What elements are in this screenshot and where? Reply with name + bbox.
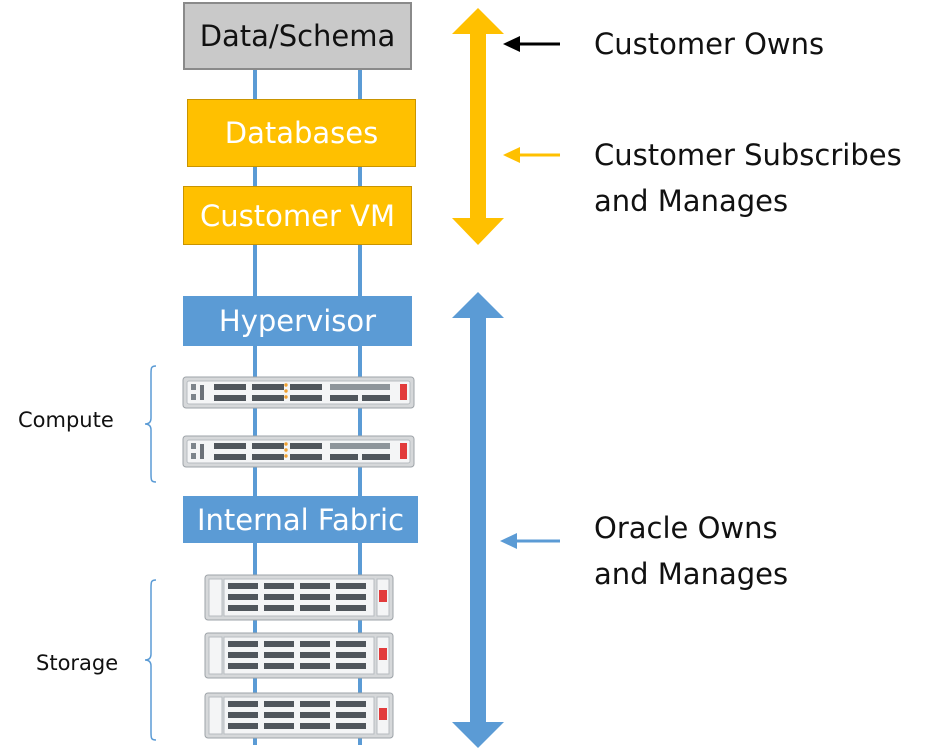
hypervisor-layer: Hypervisor — [183, 296, 412, 346]
internal-fabric-layer: Internal Fabric — [183, 496, 418, 543]
data-schema-label: Data/Schema — [199, 19, 396, 53]
compute-label: Compute — [18, 408, 114, 432]
oracle-owns-line2: and Manages — [594, 557, 789, 591]
customer-double-arrow — [452, 8, 504, 245]
oracle-double-arrow — [452, 292, 504, 748]
storage-server-icon — [204, 574, 394, 621]
customer-subscribes-arrow — [503, 147, 560, 163]
oracle-owns-arrow — [500, 533, 560, 549]
hypervisor-label: Hypervisor — [218, 304, 377, 338]
customer-vm-label: Customer VM — [200, 198, 395, 233]
customer-subscribes-line1: Customer Subscribes — [594, 138, 902, 172]
storage-bracket — [144, 579, 157, 741]
storage-label: Storage — [36, 651, 119, 675]
customer-subscribes-line2: and Manages — [594, 184, 789, 218]
customer-owns-text: Customer Owns — [594, 27, 825, 61]
compute-server-icon — [182, 376, 415, 409]
oracle-owns-text: Oracle Owns and Manages — [594, 505, 788, 597]
internal-fabric-label: Internal Fabric — [196, 502, 405, 537]
customer-subscribes-text: Customer Subscribes and Manages — [594, 132, 902, 224]
customer-vm-layer: Customer VM — [183, 186, 412, 245]
compute-bracket — [144, 365, 157, 483]
databases-label: Databases — [224, 116, 379, 150]
databases-layer: Databases — [187, 99, 416, 167]
data-schema-layer: Data/Schema — [183, 2, 412, 70]
storage-server-icon — [204, 632, 394, 679]
storage-server-icon — [204, 692, 394, 739]
customer-owns-arrow — [503, 36, 560, 52]
oracle-owns-line1: Oracle Owns — [594, 511, 778, 545]
compute-server-icon — [182, 435, 415, 468]
